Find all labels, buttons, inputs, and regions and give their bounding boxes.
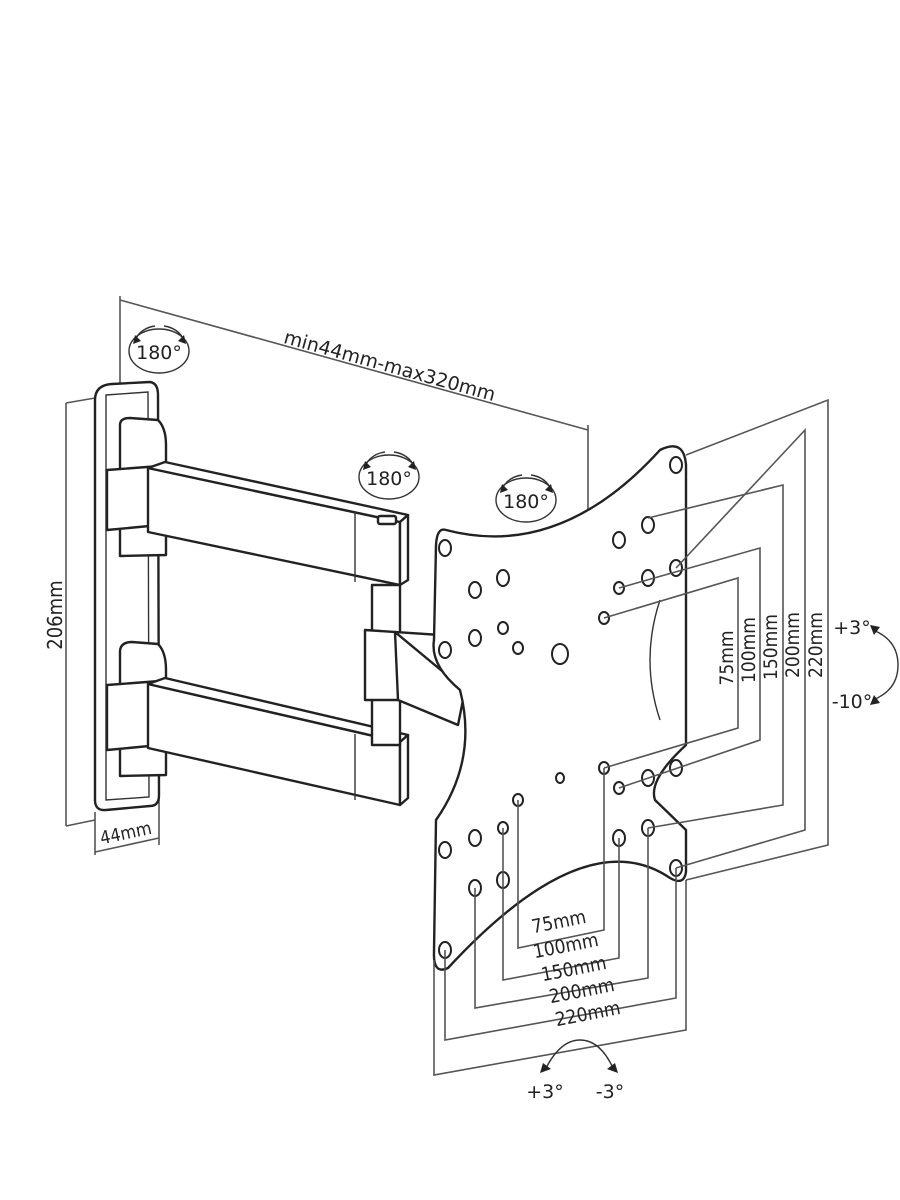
wall-plate-height-label: 206mm	[43, 580, 67, 649]
wall-plate-depth-dimension: 44mm	[94, 795, 160, 855]
elbow-pivot	[363, 583, 467, 747]
tilt-indicator: +3° -10°	[832, 617, 899, 713]
vesa-v-200: 200mm	[782, 612, 804, 678]
rotation-label-wall: 180°	[136, 342, 182, 364]
tilt-up-label: +3°	[833, 617, 871, 639]
vesa-v-100: 100mm	[738, 617, 760, 683]
vesa-vertical-dimensions: 75mm 100mm 150mm 200mm 220mm	[603, 398, 829, 881]
rotation-badge-elbow: 180°	[358, 451, 420, 500]
rotation-label-plate: 180°	[503, 491, 549, 513]
rotation-label-elbow: 180°	[366, 468, 412, 490]
vesa-v-75: 75mm	[716, 630, 738, 685]
upper-arm	[105, 416, 410, 587]
tilt-down-label: -10°	[832, 691, 873, 713]
swivel-right-label: -3°	[596, 1081, 624, 1103]
rotation-badge-plate: 180°	[495, 474, 557, 523]
swivel-left-label: +3°	[526, 1081, 564, 1103]
lower-arm	[105, 640, 410, 807]
vesa-v-220: 220mm	[805, 612, 827, 678]
rotation-badge-wall: 180°	[128, 325, 190, 374]
swivel-indicator: +3° -3°	[526, 1039, 624, 1103]
vesa-v-150: 150mm	[760, 614, 782, 680]
arm-extension-label: min44mm-max320mm	[281, 326, 497, 406]
wall-plate-height-dimension: 206mm	[43, 397, 96, 827]
